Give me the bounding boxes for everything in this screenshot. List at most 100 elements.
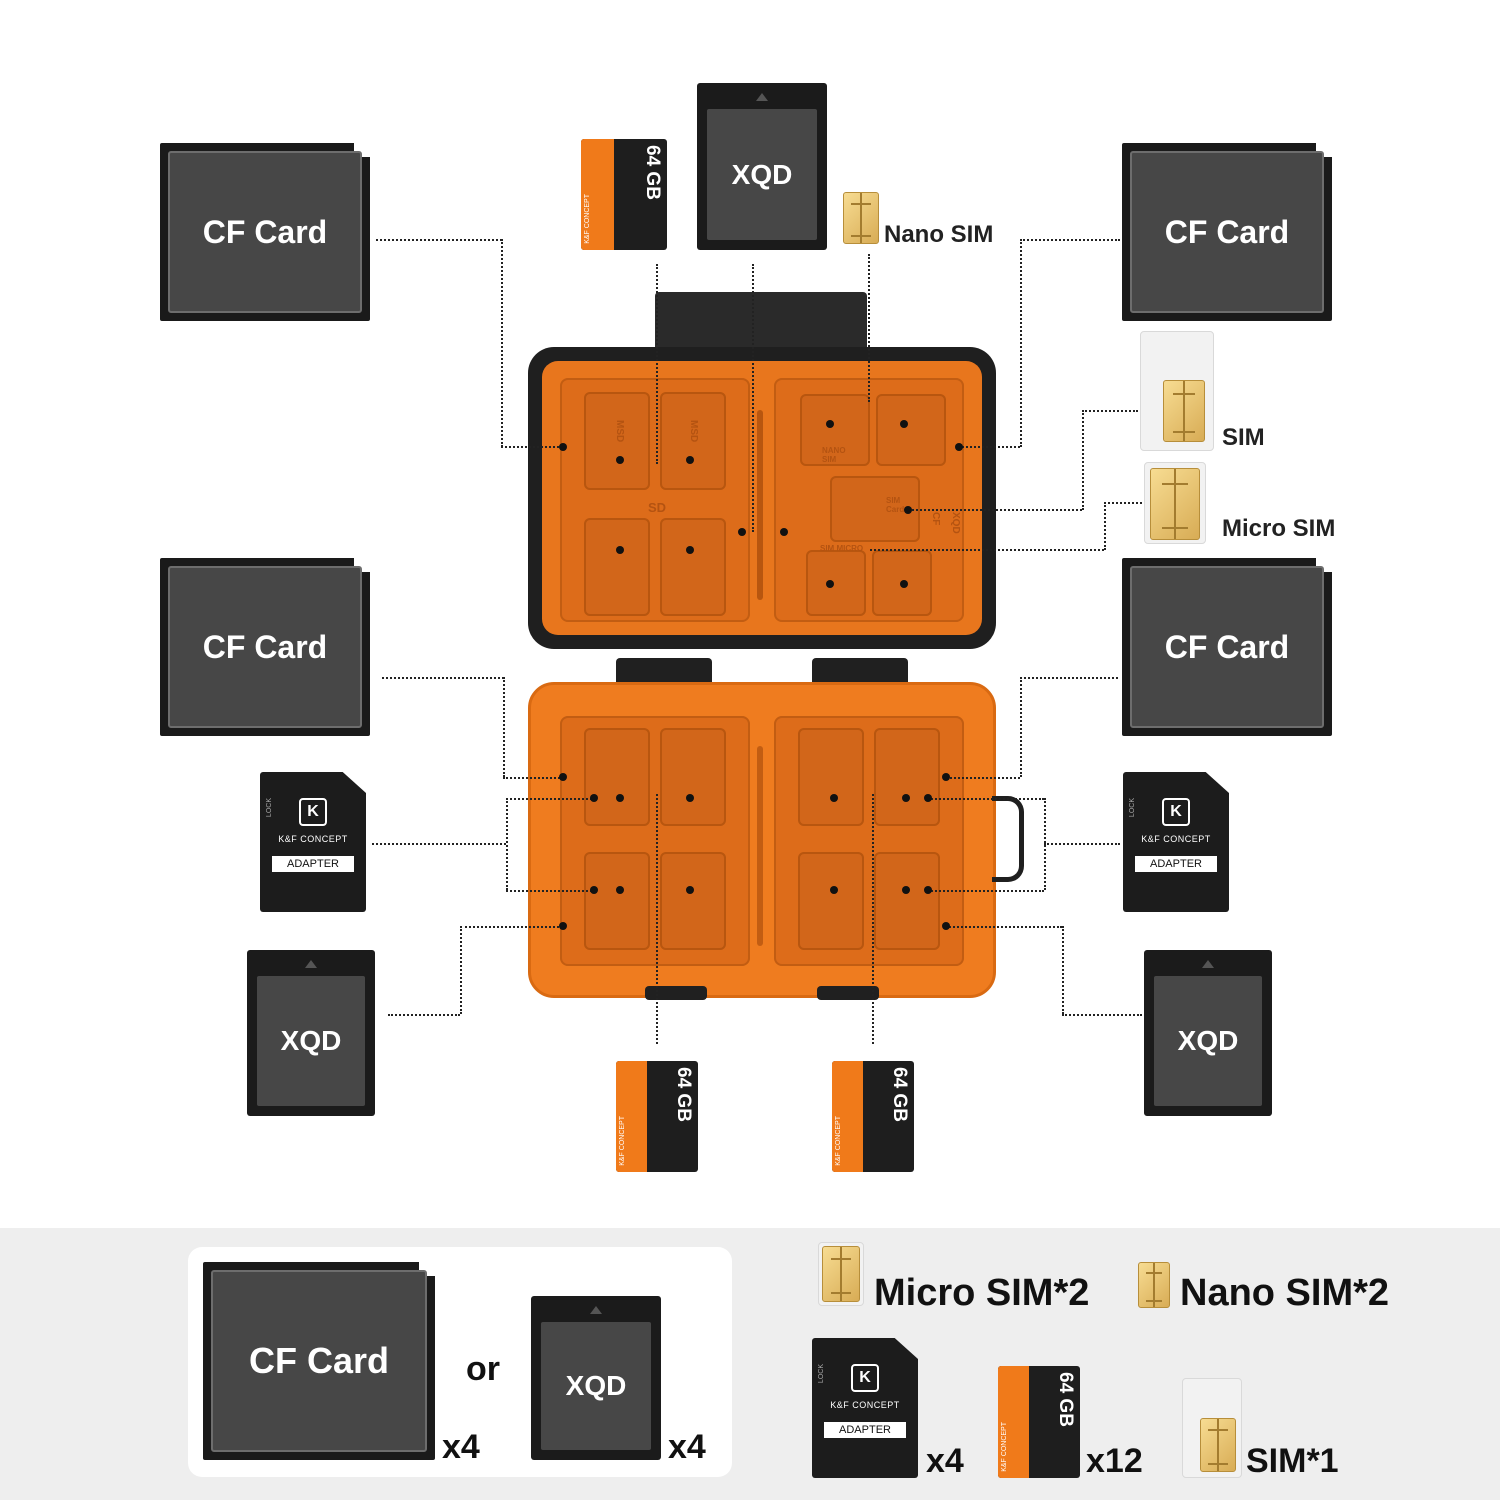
connector-line bbox=[946, 926, 1062, 928]
connector-line bbox=[1044, 798, 1046, 890]
adapter-brand: K&F CONCEPT bbox=[278, 834, 348, 844]
connector-dot bbox=[830, 794, 838, 802]
nano-sim-label: Nano SIM bbox=[884, 221, 994, 248]
xqd-label: XQD bbox=[1177, 1025, 1239, 1056]
summary-cf-count: x4 bbox=[442, 1428, 480, 1466]
base-foot-right bbox=[817, 986, 879, 1000]
connector-line bbox=[1020, 677, 1118, 679]
connector-line bbox=[501, 446, 563, 448]
connector-line bbox=[503, 677, 505, 777]
connector-dot bbox=[942, 922, 950, 930]
slot-msd bbox=[660, 728, 726, 826]
summary-microsd-card: 64 GB K&F CONCEPT bbox=[998, 1366, 1080, 1478]
case-handle[interactable] bbox=[992, 796, 1024, 882]
adapter-label: ADAPTER bbox=[1135, 856, 1217, 872]
connector-dot bbox=[559, 922, 567, 930]
slot-msd bbox=[584, 392, 650, 490]
connector-line bbox=[460, 926, 462, 1014]
cf-card-label: CF Card bbox=[1164, 213, 1290, 250]
connector-line bbox=[958, 446, 1020, 448]
sd-adapter-left: LOCK K K&F CONCEPT ADAPTER bbox=[260, 772, 366, 912]
summary-cf-label: CF Card bbox=[248, 1340, 389, 1381]
slot-label-msd: MSD bbox=[614, 420, 625, 443]
connector-dot bbox=[924, 886, 932, 894]
microsd-brand: K&F CONCEPT bbox=[1001, 1422, 1008, 1472]
slot-micro-sim bbox=[806, 550, 866, 616]
slot-msd bbox=[584, 728, 650, 826]
cf-card-mid-right: CF Card bbox=[1122, 558, 1332, 736]
connector-line bbox=[868, 254, 870, 402]
slot-nano-sim bbox=[876, 394, 946, 466]
kf-logo-icon: K bbox=[299, 798, 327, 826]
connector-dot bbox=[826, 420, 834, 428]
connector-line bbox=[872, 794, 874, 1044]
connector-dot bbox=[942, 773, 950, 781]
connector-line bbox=[1062, 1014, 1142, 1016]
microsd-brand: K&F CONCEPT bbox=[584, 194, 591, 244]
connector-line bbox=[1082, 410, 1084, 510]
connector-dot bbox=[686, 456, 694, 464]
connector-dot bbox=[904, 506, 912, 514]
connector-dot bbox=[616, 546, 624, 554]
connector-dot bbox=[686, 794, 694, 802]
adapter-brand: K&F CONCEPT bbox=[830, 1400, 900, 1410]
base-foot-left bbox=[645, 986, 707, 1000]
slot-nano-sim bbox=[800, 394, 870, 466]
cf-card-mid-left: CF Card bbox=[160, 558, 370, 736]
adapter-brand: K&F CONCEPT bbox=[1141, 834, 1211, 844]
case-latch-top[interactable] bbox=[655, 292, 867, 356]
sim-chip-icon bbox=[1163, 380, 1205, 442]
summary-micro-sim: Micro SIM*2 bbox=[874, 1272, 1090, 1314]
slot-label-xqd: XQD bbox=[950, 512, 961, 534]
slot-msd bbox=[874, 728, 940, 826]
adapter-lock-text: LOCK bbox=[1129, 798, 1136, 818]
cf-card-top-left: CF Card bbox=[160, 143, 370, 321]
summary-sd-adapter: LOCK K K&F CONCEPT ADAPTER bbox=[812, 1338, 918, 1478]
summary-or: or bbox=[466, 1350, 500, 1388]
connector-dot bbox=[826, 580, 834, 588]
connector-line bbox=[656, 794, 658, 1044]
connector-dot bbox=[590, 794, 598, 802]
microsd-card-top: 64 GB K&F CONCEPT bbox=[581, 139, 667, 250]
connector-dot bbox=[900, 420, 908, 428]
slot-label-nano-sim: NANO SIM bbox=[822, 446, 846, 464]
connector-line bbox=[501, 239, 503, 447]
connector-line bbox=[1082, 410, 1138, 412]
sim-label: SIM bbox=[1222, 424, 1265, 451]
slot-msd bbox=[584, 852, 650, 950]
xqd-card-bottom-left: XQD bbox=[247, 950, 375, 1116]
microsd-capacity: 64 GB bbox=[673, 1067, 694, 1122]
summary-xqd-card: XQD bbox=[531, 1296, 661, 1460]
micro-sim-label: Micro SIM bbox=[1222, 515, 1336, 542]
connector-line bbox=[870, 549, 1104, 551]
summary-nano-sim-icon bbox=[1138, 1262, 1170, 1308]
slot-msd bbox=[660, 852, 726, 950]
connector-dot bbox=[616, 456, 624, 464]
cf-card-label: CF Card bbox=[202, 213, 328, 250]
slot-label-cf: CF bbox=[930, 512, 941, 526]
nano-sim-chip-icon bbox=[843, 192, 879, 244]
microsd-brand: K&F CONCEPT bbox=[619, 1116, 626, 1166]
connector-dot bbox=[955, 443, 963, 451]
connector-line bbox=[1020, 239, 1120, 241]
connector-dot bbox=[616, 886, 624, 894]
cf-card-label: CF Card bbox=[1164, 628, 1290, 665]
connector-dot bbox=[590, 886, 598, 894]
xqd-label: XQD bbox=[731, 158, 793, 190]
connector-line bbox=[506, 798, 508, 890]
slot-msd bbox=[660, 392, 726, 490]
connector-dot bbox=[686, 546, 694, 554]
connector-line bbox=[506, 798, 596, 800]
microsd-card-bottom-left: 64 GB K&F CONCEPT bbox=[616, 1061, 698, 1172]
lid-divider bbox=[757, 410, 763, 600]
connector-dot bbox=[900, 580, 908, 588]
summary-xqd-label: XQD bbox=[565, 1370, 627, 1401]
xqd-label: XQD bbox=[280, 1025, 342, 1056]
connector-line bbox=[752, 264, 754, 532]
connector-line bbox=[460, 926, 563, 928]
connector-line bbox=[1104, 502, 1142, 504]
summary-adapter-count: x4 bbox=[926, 1442, 964, 1480]
connector-line bbox=[928, 798, 1044, 800]
connector-line bbox=[656, 264, 658, 464]
connector-dot bbox=[924, 794, 932, 802]
